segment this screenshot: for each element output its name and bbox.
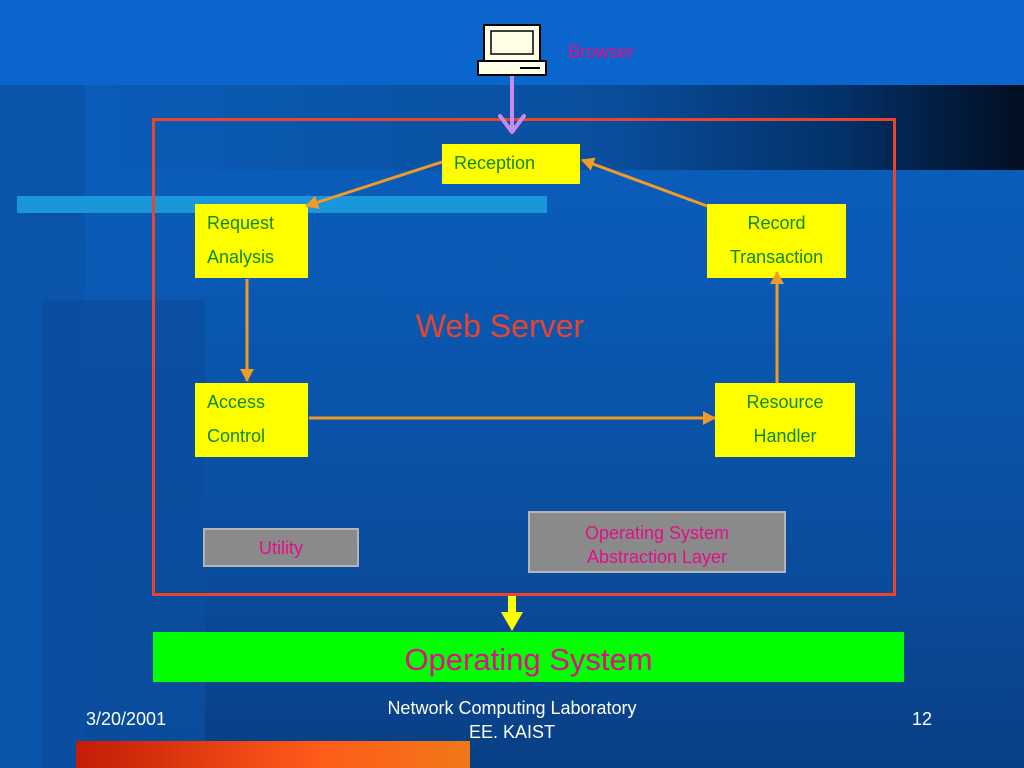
resource-handler-box: Resource Handler	[715, 383, 855, 457]
utility-label: Utility	[259, 538, 303, 558]
background-band-lower-left	[42, 300, 205, 768]
record-transaction-box: Record Transaction	[707, 204, 846, 278]
record-transaction-line-1: Record	[747, 213, 806, 233]
footer-lab-line-2: EE. KAIST	[468, 722, 556, 742]
access-control-box: Access Control	[195, 383, 308, 457]
os-abstraction-layer-box: Operating System Abstraction Layer	[528, 511, 786, 573]
footer-lab-line-1: Network Computing Laboratory	[387, 698, 637, 718]
request-analysis-line-1: Request	[207, 213, 275, 233]
reception-label: Reception	[454, 153, 536, 173]
record-to-reception-arrow	[581, 157, 708, 208]
access-control-line-2: Control	[207, 426, 266, 446]
web-server-label: Web Server	[415, 308, 585, 344]
footer-lab: Network Computing Laboratory EE. KAIST	[312, 696, 712, 744]
reception-box: Reception	[442, 144, 580, 184]
server-to-os-arrow	[501, 596, 523, 631]
browser-to-reception-arrow	[498, 76, 526, 134]
browser-label: Browser	[568, 42, 635, 62]
request-analysis-box: Request Analysis	[195, 204, 308, 278]
operating-system-bar: Operating System	[153, 632, 904, 682]
operating-system-label: Operating System	[404, 642, 653, 677]
web-server-frame	[152, 118, 896, 596]
reception-to-request-arrow	[305, 160, 443, 209]
resource-handler-line-1: Resource	[746, 392, 824, 412]
footer-page-number: 12	[912, 709, 933, 729]
os-abstraction-line-2: Abstraction Layer	[586, 547, 728, 567]
utility-box: Utility	[203, 528, 359, 567]
accent-stripe-orange	[76, 741, 470, 768]
footer-date: 3/20/2001	[86, 709, 167, 729]
computer-icon	[477, 24, 547, 76]
resource-handler-line-2: Handler	[753, 426, 817, 446]
access-control-line-1: Access	[207, 392, 266, 412]
record-transaction-line-2: Transaction	[729, 247, 824, 267]
request-analysis-line-2: Analysis	[207, 247, 275, 267]
os-abstraction-line-1: Operating System	[584, 523, 730, 543]
